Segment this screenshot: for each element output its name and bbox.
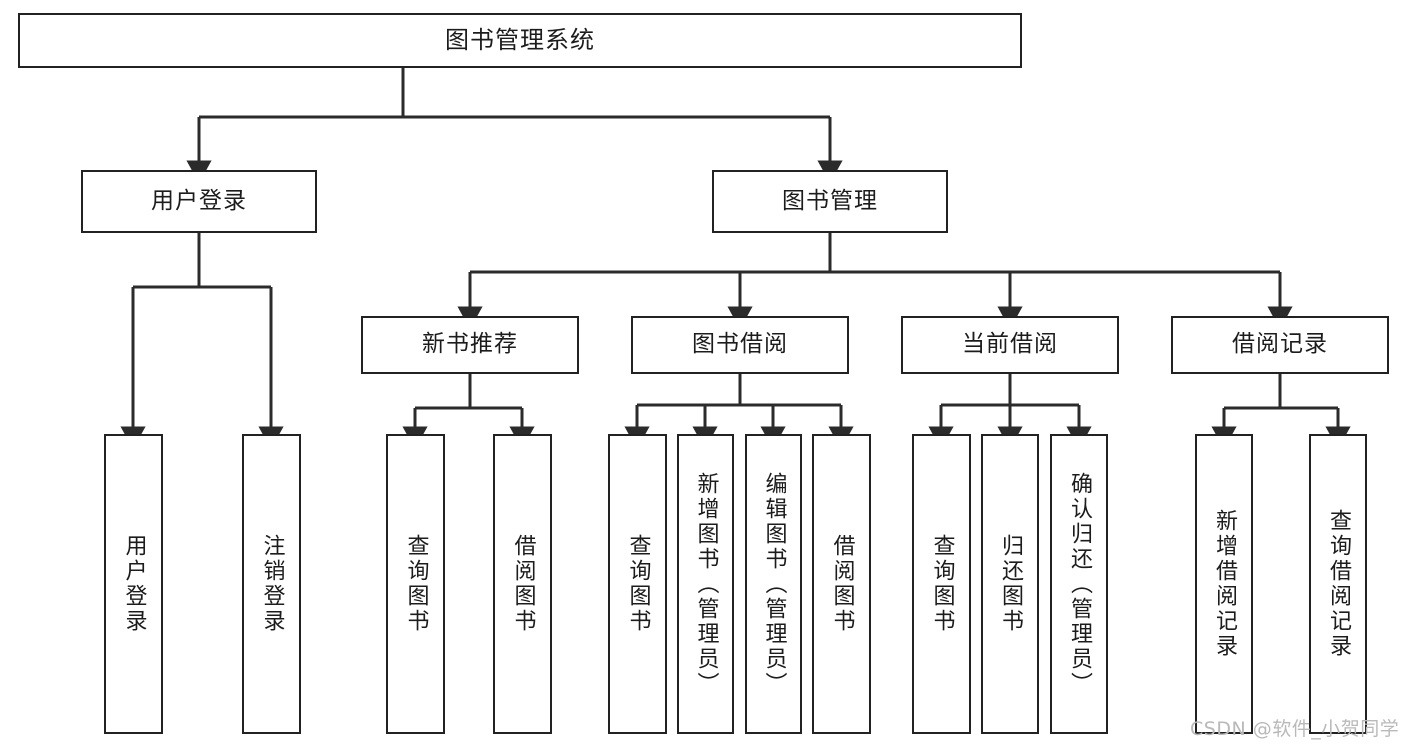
node-label: 新增图书（管理员） bbox=[693, 471, 719, 697]
leaf-query-books-current[interactable]: 查询图书 bbox=[912, 434, 971, 734]
node-label: 用户登录 bbox=[151, 187, 247, 214]
leaf-confirm-return-admin[interactable]: 确认归还（管理员） bbox=[1050, 434, 1108, 734]
leaf-query-books-recommend[interactable]: 查询图书 bbox=[386, 434, 445, 734]
leaf-borrow-books[interactable]: 借阅图书 bbox=[812, 434, 871, 734]
node-label: 新增借阅记录 bbox=[1211, 509, 1237, 659]
node-label: 图书管理 bbox=[782, 187, 878, 214]
leaf-add-book-admin[interactable]: 新增图书（管理员） bbox=[677, 434, 734, 734]
node-label: 借阅图书 bbox=[829, 534, 855, 634]
node-label: 用户登录 bbox=[121, 534, 147, 634]
node-label: 确认归还（管理员） bbox=[1066, 471, 1092, 697]
node-root-book-management-system[interactable]: 图书管理系统 bbox=[18, 13, 1022, 68]
leaf-borrow-books-recommend[interactable]: 借阅图书 bbox=[493, 434, 552, 734]
node-label: 查询图书 bbox=[625, 534, 651, 634]
node-label: 当前借阅 bbox=[962, 331, 1058, 358]
node-label: 借阅图书 bbox=[510, 534, 536, 634]
node-book-management[interactable]: 图书管理 bbox=[712, 170, 948, 233]
node-label: 图书管理系统 bbox=[445, 26, 595, 55]
node-label: 借阅记录 bbox=[1232, 331, 1328, 358]
leaf-user-login[interactable]: 用户登录 bbox=[104, 434, 163, 734]
node-label: 注销登录 bbox=[259, 534, 285, 634]
csdn-watermark: CSDN @软件_小贺同学 bbox=[1190, 718, 1400, 740]
node-label: 归还图书 bbox=[997, 534, 1023, 634]
node-label: 编辑图书（管理员） bbox=[761, 471, 787, 697]
node-label: 查询图书 bbox=[403, 534, 429, 634]
leaf-edit-book-admin[interactable]: 编辑图书（管理员） bbox=[745, 434, 802, 734]
node-user-login[interactable]: 用户登录 bbox=[81, 170, 317, 233]
node-label: 图书借阅 bbox=[692, 331, 788, 358]
node-label: 查询借阅记录 bbox=[1325, 509, 1351, 659]
node-borrowing-records[interactable]: 借阅记录 bbox=[1171, 316, 1389, 374]
leaf-query-borrow-record[interactable]: 查询借阅记录 bbox=[1309, 434, 1367, 734]
node-new-book-recommendation[interactable]: 新书推荐 bbox=[361, 316, 579, 374]
node-book-borrowing[interactable]: 图书借阅 bbox=[631, 316, 849, 374]
node-label: 查询图书 bbox=[929, 534, 955, 634]
node-current-borrowing[interactable]: 当前借阅 bbox=[901, 316, 1119, 374]
leaf-return-books[interactable]: 归还图书 bbox=[981, 434, 1039, 734]
leaf-query-books-borrow[interactable]: 查询图书 bbox=[608, 434, 667, 734]
leaf-add-borrow-record[interactable]: 新增借阅记录 bbox=[1195, 434, 1253, 734]
node-label: 新书推荐 bbox=[422, 331, 518, 358]
leaf-logout[interactable]: 注销登录 bbox=[242, 434, 301, 734]
